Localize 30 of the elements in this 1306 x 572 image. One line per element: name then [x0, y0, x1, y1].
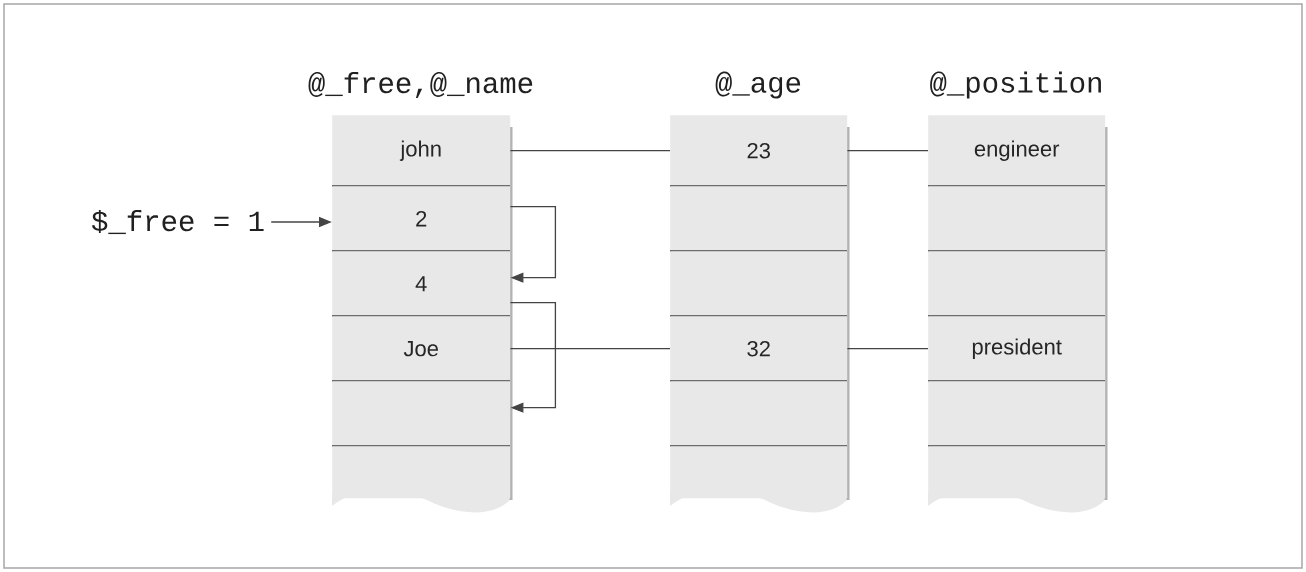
array-cell: Joe — [331, 316, 511, 382]
node-label: Joe — [403, 341, 438, 357]
connector-line — [509, 348, 671, 350]
empty-cell — [669, 186, 848, 252]
connector-line — [509, 150, 671, 152]
array-cell: 23 — [669, 115, 848, 187]
column-heading: @_free,@_name — [308, 71, 533, 99]
empty-cell — [669, 251, 848, 317]
column-heading: @_position — [930, 71, 1101, 99]
array-cell: 2 — [331, 186, 511, 252]
empty-cell — [331, 381, 511, 447]
node-label: 4 — [415, 276, 427, 292]
connector-line — [846, 348, 929, 350]
empty-cell — [927, 381, 1106, 447]
connector-line — [846, 150, 929, 152]
array-cell: engineer — [927, 115, 1106, 187]
node-label: 2 — [416, 211, 427, 227]
pointer-arrow — [509, 302, 557, 413]
node-label: president — [972, 338, 1062, 359]
array-cell: president — [927, 316, 1106, 382]
empty-cell — [669, 381, 848, 447]
column-heading: @_age — [715, 71, 801, 99]
array-cell: john — [331, 115, 511, 187]
node-label: 32 — [747, 340, 770, 357]
empty-cell — [927, 251, 1106, 317]
code-label: $_free = 1 — [91, 209, 264, 235]
empty-cell — [927, 186, 1106, 252]
pointer-arrow — [509, 206, 557, 283]
array-cell: 4 — [331, 251, 511, 317]
array-cell: 32 — [669, 316, 848, 382]
